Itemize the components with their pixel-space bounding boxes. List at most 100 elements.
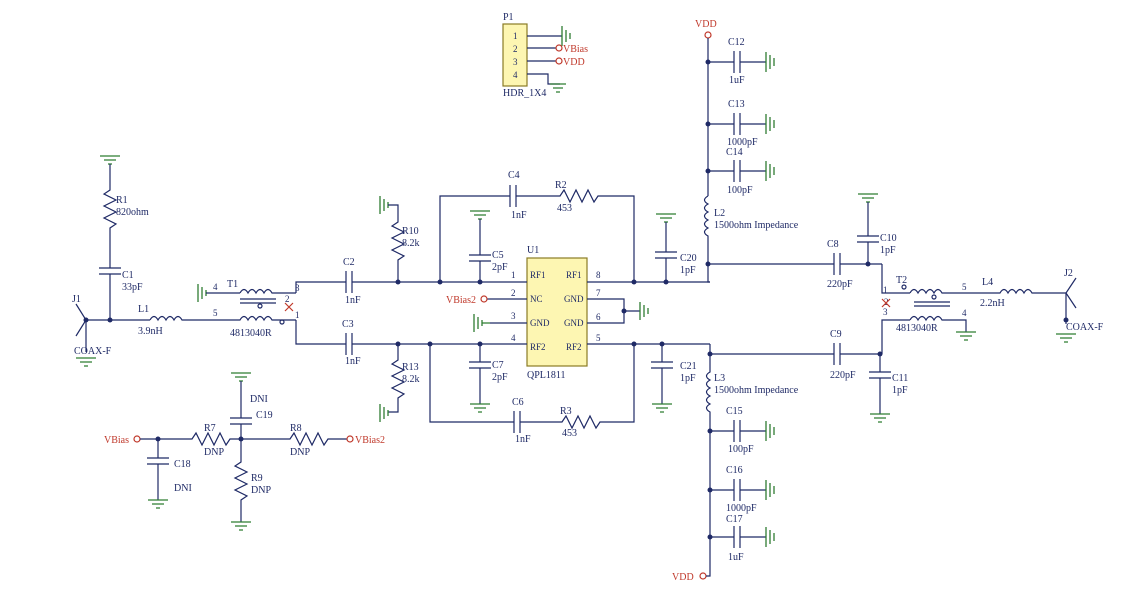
- ic-ref: U1: [527, 245, 539, 256]
- r1-ref: R1: [116, 195, 128, 206]
- ground-icon: [470, 403, 490, 413]
- l3-ref: L3: [714, 373, 725, 384]
- c13-ref: C13: [728, 99, 745, 110]
- t1-pin-4: 4: [213, 282, 218, 292]
- t1-pin-2: 2: [285, 294, 290, 304]
- c1-value: 33pF: [122, 282, 143, 293]
- l4-ref: L4: [982, 277, 993, 288]
- c4-ref: C4: [508, 170, 520, 181]
- c6-value: 1nF: [515, 434, 531, 445]
- c11-value: 1pF: [892, 385, 908, 396]
- t1-ref: T1: [227, 279, 238, 290]
- ground-icon: [1056, 333, 1076, 343]
- c12-ref: C12: [728, 37, 745, 48]
- vdd-top-supply: VDD C12 1uF C13 1000pF C14 100pF L2 1500…: [695, 19, 828, 283]
- t2-pin-5: 5: [962, 282, 967, 292]
- ic-pin-1-num: 1: [511, 270, 516, 280]
- r3-value: 453: [562, 428, 577, 439]
- net-port-icon: [133, 435, 141, 443]
- ground-icon: [231, 372, 251, 382]
- ground-icon: [765, 52, 775, 72]
- r10-ref: R10: [402, 226, 419, 237]
- ic-pin-3-name: GND: [530, 318, 550, 328]
- c2-value: 1nF: [345, 295, 361, 306]
- ground-icon: [956, 331, 976, 341]
- ic-pin-8-num: 8: [596, 270, 601, 280]
- ic-nc-net: VBias2: [446, 295, 476, 306]
- t1-pin-1: 1: [295, 310, 300, 320]
- r7-value: DNP: [204, 447, 224, 458]
- ic-pin-8-name: RF1: [566, 270, 582, 280]
- header-part: HDR_1X4: [503, 88, 546, 99]
- r9-ref: R9: [251, 473, 263, 484]
- ground-icon: [656, 213, 676, 223]
- ground-icon: [379, 196, 389, 214]
- net-port-icon: [480, 295, 488, 303]
- t2-pin-4: 4: [962, 308, 967, 318]
- amplifier-u1: U1 QPL1811 1 2 3 4 RF1 NC GND RF2 8 7 6 …: [430, 245, 649, 381]
- c7-value: 2pF: [492, 372, 508, 383]
- t1-value: 4813040R: [230, 328, 272, 339]
- ground-icon: [561, 26, 571, 46]
- ground-icon: [652, 403, 672, 413]
- c15-value: 100pF: [728, 444, 754, 455]
- ground-icon: [473, 314, 490, 332]
- ic-pin-4-num: 4: [511, 333, 516, 343]
- bias-network: VBias VBias2 R7 DNP R8 DNP C18 DNI DNI C…: [104, 372, 385, 531]
- r2-ref: R2: [555, 180, 567, 191]
- input-coupling: C2 1nF C3 1nF R10 8.2k R13 8.2k: [340, 196, 440, 422]
- j1-ref: J1: [72, 294, 81, 305]
- j1-value: COAX-F: [74, 346, 112, 357]
- ground-icon: [858, 193, 878, 203]
- ground-icon: [765, 161, 775, 181]
- j2-value: COAX-F: [1066, 322, 1104, 333]
- c19-ref: C19: [256, 410, 273, 421]
- ground-icon: [870, 413, 890, 423]
- ic-pin-6-num: 6: [596, 312, 601, 322]
- r1-value: 820ohm: [116, 207, 149, 218]
- header-pin-3: 3: [513, 57, 518, 67]
- ic-pin-7-num: 7: [596, 288, 601, 298]
- ic-pin-5-num: 5: [596, 333, 601, 343]
- vdd-bottom-supply: L3 1500ohm Impedance C15 100pF C16 1000p…: [672, 344, 828, 583]
- ic-pin-2-name: NC: [530, 294, 543, 304]
- ground-icon: [765, 527, 775, 547]
- c3-ref: C3: [342, 319, 354, 330]
- ic-pin-6-name: GND: [564, 318, 584, 328]
- l2-value: 1500ohm Impedance: [714, 220, 799, 231]
- c12-value: 1uF: [729, 75, 745, 86]
- ground-icon: [100, 155, 120, 165]
- c18-value: DNI: [174, 483, 192, 494]
- c13-value: 1000pF: [727, 137, 758, 148]
- l3-value: 1500ohm Impedance: [714, 385, 799, 396]
- l4-value: 2.2nH: [980, 298, 1005, 309]
- l1-ref: L1: [138, 304, 149, 315]
- vdd-top-label: VDD: [695, 19, 717, 30]
- header-body: [502, 23, 528, 87]
- vbias2-right-label: VBias2: [355, 435, 385, 446]
- ground-icon: [197, 284, 207, 302]
- vbias-left-label: VBias: [104, 435, 129, 446]
- header-net-vbias: VBias: [563, 44, 588, 55]
- c20-ref: C20: [680, 253, 697, 264]
- r2-value: 453: [557, 203, 572, 214]
- c15-ref: C15: [726, 406, 743, 417]
- input-section: R1 820ohm C1 33pF J1 COAX-F L1 3.9nH: [72, 155, 210, 367]
- net-port-icon: [555, 57, 563, 65]
- r13-ref: R13: [402, 362, 419, 373]
- header-pin-4: 4: [513, 70, 518, 80]
- feedback-networks: C4 1nF R2 453 C5 2pF C7 2pF C6 1nF R3 45…: [427, 170, 710, 445]
- c4-value: 1nF: [511, 210, 527, 221]
- c7-ref: C7: [492, 360, 504, 371]
- c16-value: 1000pF: [726, 503, 757, 514]
- c3-value: 1nF: [345, 356, 361, 367]
- l2-ref: L2: [714, 208, 725, 219]
- ic-pin-5-name: RF2: [566, 342, 582, 352]
- net-port-icon: [346, 435, 354, 443]
- ic-pin-7-name: GND: [564, 294, 584, 304]
- c8-value: 220pF: [827, 279, 853, 290]
- ground-icon: [765, 480, 775, 500]
- c10-ref: C10: [880, 233, 897, 244]
- ground-icon: [765, 114, 775, 134]
- c9-value: 220pF: [830, 370, 856, 381]
